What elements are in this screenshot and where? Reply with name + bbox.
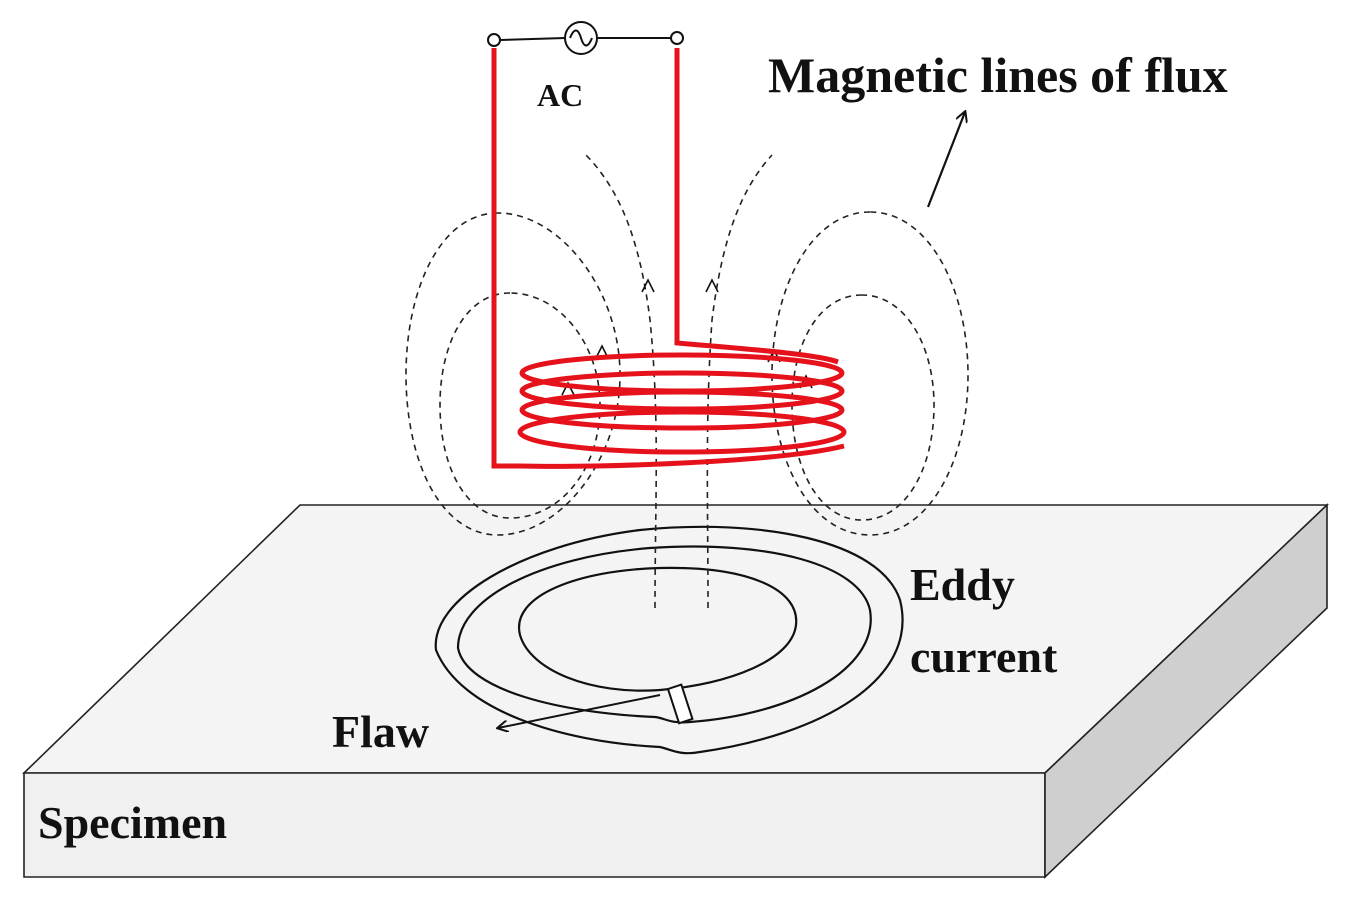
eddy-current-label-line2: current <box>910 631 1058 682</box>
flux-arrowhead-1 <box>641 278 655 293</box>
flux-right-outer <box>771 211 969 536</box>
source-wire-left <box>499 37 566 41</box>
flux-right-inner <box>791 294 935 521</box>
terminal-left <box>487 33 501 47</box>
supply-wires <box>491 48 839 469</box>
coil-turn-2 <box>519 370 845 412</box>
ac-source-icon <box>564 21 598 55</box>
coil-turn-4 <box>517 409 847 455</box>
flaw-label: Flaw <box>332 706 429 757</box>
flux-center-left <box>585 154 658 609</box>
ac-label: AC <box>537 77 583 113</box>
flux-arrowhead-4 <box>561 381 575 396</box>
flux-label: Magnetic lines of flux <box>768 47 1228 103</box>
specimen-side-face <box>1044 503 1328 879</box>
specimen-block <box>22 503 1330 879</box>
flaw-pointer-arrow <box>498 694 661 728</box>
coil-bottom-lead <box>496 443 845 469</box>
terminal-right <box>670 31 684 45</box>
coil-turn-3 <box>519 389 845 431</box>
eddy-loop-outer <box>434 525 904 755</box>
wire-right <box>674 48 839 365</box>
eddy-loop-middle <box>456 545 872 724</box>
eddy-current-label-line1: Eddy <box>910 559 1015 610</box>
flux-left-inner <box>439 292 601 519</box>
flux-label-arrow <box>926 112 965 208</box>
flux-center-right <box>706 154 773 609</box>
eddy-loop-inner <box>517 566 798 692</box>
excitation-coil <box>496 352 847 469</box>
flux-arrowhead-3 <box>595 344 609 359</box>
flaw <box>498 683 694 728</box>
ac-source <box>487 21 684 55</box>
flaw-marker <box>666 683 694 725</box>
specimen-label: Specimen <box>38 797 227 848</box>
wire-left <box>491 48 500 469</box>
eddy-current-loops <box>434 525 904 755</box>
flux-left-outer <box>405 212 621 536</box>
flux-arrowhead-2 <box>705 278 719 293</box>
